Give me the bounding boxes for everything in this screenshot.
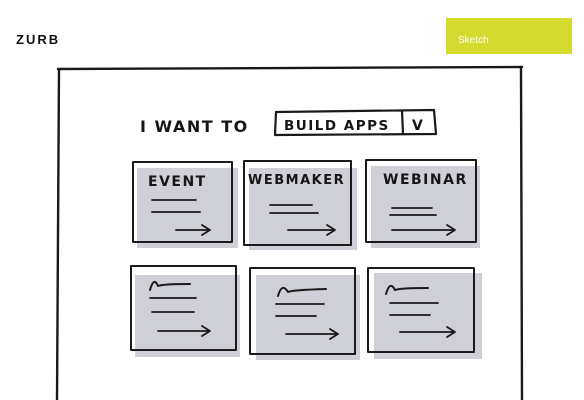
build-apps-dropdown[interactable]: BUILD APPS V <box>273 108 438 137</box>
arrow-right-icon <box>399 326 456 338</box>
prompt-text: I WANT TO <box>140 117 249 136</box>
card-webinar[interactable]: WEBINAR <box>365 159 480 248</box>
card-title: WEBINAR <box>383 172 468 188</box>
arrow-right-icon <box>175 224 211 236</box>
card-text-lines <box>269 204 319 214</box>
card-untitled-2[interactable] <box>249 267 360 360</box>
card-shadow <box>137 168 238 248</box>
card-heading-squiggle <box>277 286 327 297</box>
card-shadow <box>135 275 240 357</box>
arrow-right-icon <box>287 224 336 236</box>
card-heading-squiggle <box>149 280 191 291</box>
card-text-lines <box>275 303 325 317</box>
card-untitled-1[interactable] <box>130 265 240 357</box>
card-title: WEBMAKER <box>248 173 345 188</box>
zurb-logo: ZURB <box>16 32 61 47</box>
arrow-right-icon <box>391 224 456 236</box>
card-shadow <box>249 168 357 250</box>
card-text-lines <box>389 302 439 316</box>
card-heading-squiggle <box>385 284 429 295</box>
card-shadow <box>371 166 480 248</box>
sketch-badge-label: Sketch <box>458 35 489 46</box>
card-text-lines <box>151 199 201 213</box>
card-title: EVENT <box>148 174 207 190</box>
arrow-right-icon <box>157 325 211 337</box>
sketch-badge: Sketch <box>446 18 572 54</box>
dropdown-value: BUILD APPS <box>284 118 390 134</box>
card-webmaker[interactable]: WEBMAKER <box>243 160 357 250</box>
sketch-frame <box>55 65 524 400</box>
card-shadow <box>256 275 360 360</box>
card-text-lines <box>149 297 197 313</box>
card-text-lines <box>389 207 437 216</box>
arrow-right-icon <box>285 328 339 340</box>
chevron-down-icon[interactable]: V <box>412 118 424 134</box>
card-event[interactable]: EVENT <box>132 161 238 248</box>
card-untitled-3[interactable] <box>367 267 482 359</box>
